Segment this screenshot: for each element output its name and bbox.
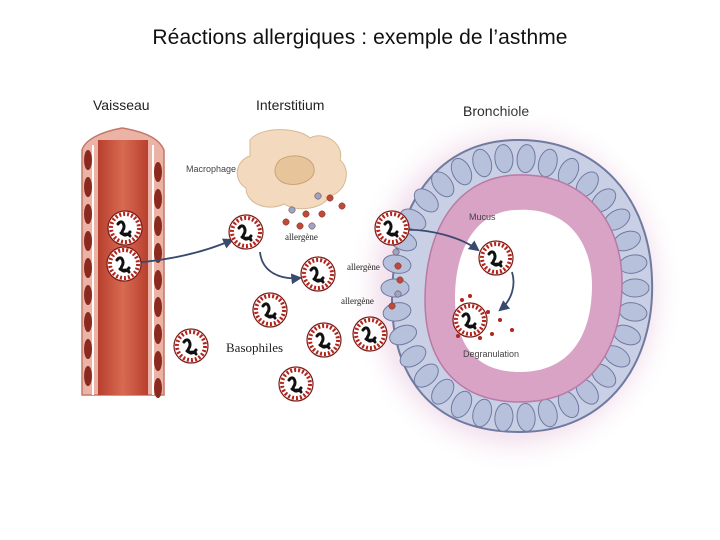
allergen-dot: [296, 222, 304, 230]
epithelial-cell: [389, 324, 418, 346]
granule: [460, 298, 464, 302]
granule: [456, 334, 460, 338]
endothelial-cell: [84, 177, 92, 197]
epithelial-cell: [450, 390, 473, 419]
basophil-cell: [278, 366, 314, 402]
endothelial-cell: [154, 243, 162, 263]
allergen-label-3: allergène: [341, 296, 374, 306]
endothelial-cell: [154, 378, 162, 398]
allergen-dot: [314, 192, 322, 200]
bronchiole-lumen: [455, 209, 592, 372]
basophils-label: Basophiles: [226, 340, 284, 355]
allergen-dot: [288, 206, 296, 214]
allergen-label-1: allergène: [285, 232, 318, 242]
allergen-dot: [394, 262, 402, 270]
endothelial-cell: [84, 150, 92, 170]
allergen-label-2: allergène: [347, 262, 380, 272]
epithelial-cell: [380, 278, 410, 298]
basophil-cell: [374, 210, 410, 246]
endothelial-cell: [84, 339, 92, 359]
macrophage: [236, 129, 404, 310]
basophil-cell: [173, 328, 209, 364]
basophil-cell: [306, 322, 342, 358]
endothelial-cell: [154, 216, 162, 236]
basophil-cell: [478, 240, 514, 276]
epithelial-cell: [516, 402, 536, 432]
released-granules: [456, 294, 514, 340]
endothelial-cell: [154, 270, 162, 290]
endothelial-cell: [84, 231, 92, 251]
epithelial-cell: [450, 157, 473, 186]
epithelial-cell: [472, 398, 493, 428]
macrophage-label: Macrophage: [186, 164, 237, 174]
page-title: Réactions allergiques : exemple de l’ast…: [152, 26, 568, 49]
endothelial-cells: [84, 150, 162, 398]
bronchiole: [345, 105, 685, 475]
epithelial-cell: [494, 144, 514, 174]
endothelial-cell: [84, 366, 92, 386]
granule: [468, 294, 472, 298]
allergen-dot: [326, 194, 334, 202]
basophil-cell: [106, 246, 142, 282]
epithelial-cell: [431, 378, 455, 405]
arrow-vessel-to-interstitium: [131, 238, 234, 264]
allergen-dot: [392, 248, 400, 256]
allergen-dot: [302, 210, 310, 218]
allergen-dot: [338, 202, 346, 210]
endothelial-cell: [84, 258, 92, 278]
basophil-cell: [252, 292, 288, 328]
basophil-cell: [352, 316, 388, 352]
granule: [490, 332, 494, 336]
granule: [498, 318, 502, 322]
allergen-dot: [308, 222, 316, 230]
epithelial-cell: [516, 144, 536, 174]
arrow-interstitium-down: [259, 251, 303, 285]
endothelial-cell: [84, 285, 92, 305]
vessel-label: Vaisseau: [93, 97, 150, 113]
epithelial-cell: [413, 188, 439, 213]
mucus-label: Mucus: [469, 212, 496, 222]
basophils: [106, 210, 514, 402]
basophil-cell: [300, 256, 336, 292]
endothelial-cell: [154, 351, 162, 371]
endothelial-cell: [154, 297, 162, 317]
allergen-particles: [282, 192, 404, 310]
epithelial-cell: [431, 171, 455, 198]
granule: [486, 310, 490, 314]
arrow-degranulation: [498, 271, 515, 312]
interstitium-label: Interstitium: [256, 97, 325, 113]
epithelial-cell: [472, 148, 493, 178]
allergen-dot: [388, 302, 396, 310]
endothelial-cell: [154, 324, 162, 344]
epithelial-cell: [413, 363, 439, 388]
basophil-cell: [107, 210, 143, 246]
epithelial-cell: [620, 278, 650, 298]
allergen-dot: [396, 276, 404, 284]
endothelial-cell: [84, 204, 92, 224]
degranulation-label: Degranulation: [463, 349, 520, 359]
allergen-dot: [282, 218, 290, 226]
basophil-cell: [452, 302, 488, 338]
granule: [510, 328, 514, 332]
endothelial-cell: [154, 189, 162, 209]
endothelial-cell: [84, 312, 92, 332]
epithelial-cell: [494, 402, 514, 432]
basophil-cell: [228, 214, 264, 250]
allergen-dot: [318, 210, 326, 218]
allergen-dot: [394, 290, 402, 298]
granule: [478, 336, 482, 340]
endothelial-cell: [154, 162, 162, 182]
macrophage-nucleus: [274, 155, 315, 185]
epithelial-cell: [399, 345, 427, 368]
